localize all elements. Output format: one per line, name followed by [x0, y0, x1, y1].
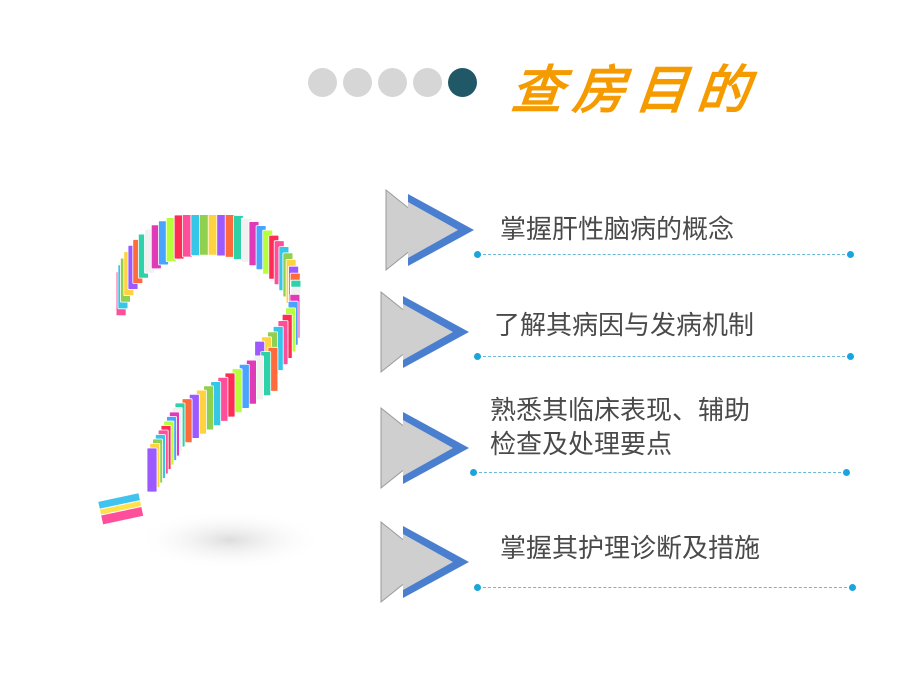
objective-item-1: 掌握肝性脑病的概念	[378, 188, 868, 278]
objective-item-4: 掌握其护理诊断及措施	[378, 520, 868, 610]
objective-rule-3	[470, 469, 850, 476]
objective-label-3: 熟悉其临床表现、辅助 检查及处理要点	[490, 394, 750, 462]
dot-3	[378, 68, 407, 97]
header-dots	[308, 68, 477, 97]
objective-label-2: 了解其病因与发病机制	[494, 311, 755, 341]
page-title: 查房目的	[508, 61, 763, 121]
dot-1	[308, 68, 337, 97]
arrow-bullet-icon	[380, 520, 469, 604]
dot-4	[413, 68, 442, 97]
arrow-bullet-icon	[385, 188, 474, 272]
objective-rule-4	[474, 584, 856, 591]
dot-active	[448, 68, 477, 97]
objective-rule-1	[474, 251, 854, 258]
objective-rule-2	[474, 353, 854, 360]
book-spine	[146, 447, 158, 493]
objective-item-3: 熟悉其临床表现、辅助 检查及处理要点	[378, 392, 868, 492]
dot-2	[343, 68, 372, 97]
objective-label-1: 掌握肝性脑病的概念	[500, 215, 735, 245]
objective-item-2: 了解其病因与发病机制	[378, 290, 868, 380]
objective-label-4: 掌握其护理诊断及措施	[500, 534, 761, 564]
objective-label-3-line-1: 熟悉其临床表现、辅助	[490, 396, 751, 426]
arrow-bullet-icon	[380, 290, 469, 374]
arrow-bullet-icon	[380, 406, 469, 490]
question-mark-books-icon	[97, 215, 325, 570]
book-stack	[100, 505, 145, 526]
objective-label-3-line-2: 检查及处理要点	[490, 430, 673, 460]
